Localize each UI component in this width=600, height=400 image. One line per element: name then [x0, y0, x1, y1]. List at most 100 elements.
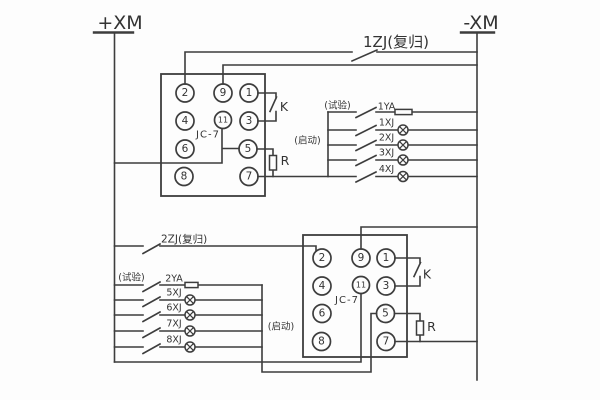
- row-label: 7XJ: [166, 319, 181, 330]
- row-wire: [113, 295, 263, 308]
- terminal-number: 3: [246, 115, 253, 127]
- row-label: 1XJ: [379, 118, 394, 129]
- relay2-terminal-3: 3: [376, 276, 396, 296]
- lamp-icon: [397, 170, 409, 183]
- relay1-terminal-6: 6: [175, 139, 195, 159]
- relay1-terminal9-wire: [222, 64, 478, 85]
- row-wire: [113, 342, 263, 355]
- relay2-terminal-5: 5: [375, 303, 396, 324]
- terminal-number: 9: [220, 87, 227, 99]
- row-wire: [354, 170, 478, 184]
- resistor-icon: [268, 154, 278, 171]
- signal-row-6XJ: 6XJ: [113, 303, 263, 323]
- resistor-leads: [393, 312, 421, 343]
- row-label: 4XJ: [379, 164, 394, 175]
- lamp-icon: [184, 294, 196, 306]
- positive-bus-label: +XM: [97, 12, 142, 34]
- relay2-terminal-7: 7: [376, 331, 396, 352]
- lamp-icon: [397, 154, 409, 166]
- relay1: JC-7 2 9 1 4 11 3 6: [113, 33, 478, 197]
- relay2-terminal-9: 9: [351, 248, 371, 268]
- relay2-terminal5-wire: [261, 284, 378, 373]
- relay2-model-label: JC-7: [334, 295, 359, 306]
- row-wire: [113, 310, 263, 323]
- relay1-model-label: JC-7: [195, 130, 220, 141]
- terminal-number: 7: [383, 336, 390, 348]
- terminal-number: 8: [181, 171, 188, 183]
- relay2-outline: [302, 234, 408, 358]
- terminal-number: 11: [218, 116, 228, 125]
- signal-row-2XJ: 2XJ: [327, 133, 478, 152]
- row-label: 2XJ: [379, 133, 394, 144]
- positive-bus: +XM: [92, 12, 143, 363]
- k-switch-wire: [257, 92, 278, 122]
- relay1-k-switch: K: [257, 92, 289, 122]
- relay2-k-switch: K: [394, 257, 432, 287]
- signal-row-4XJ: 4XJ: [354, 164, 478, 184]
- terminal-number: 5: [382, 308, 389, 320]
- row-label: 5XJ: [166, 288, 181, 299]
- terminal-number: 6: [319, 308, 326, 320]
- terminal-number: 5: [245, 143, 252, 155]
- terminal-number: 6: [182, 143, 189, 155]
- terminal-number: 7: [246, 171, 253, 183]
- relay2-terminal-4: 4: [312, 276, 332, 296]
- relay1-reset-label: 1ZJ(复归): [363, 33, 429, 51]
- relay1-terminal-4: 4: [175, 111, 195, 131]
- relay2-terminal-6: 6: [312, 303, 332, 324]
- relay2-test-label: (试验): [118, 272, 144, 284]
- row-label: 2YA: [165, 274, 183, 285]
- relay2-terminal9-wire: [360, 226, 478, 250]
- row-label: 1YA: [378, 102, 396, 113]
- negative-bus-label: -XM: [463, 12, 498, 34]
- terminal-number: 4: [319, 280, 326, 292]
- relay2-resistor-label: R: [427, 319, 436, 334]
- relay1-reset-switch: 1ZJ(复归): [184, 33, 478, 85]
- relay1-terminal-1: 1: [239, 83, 259, 103]
- relay1-resistor: R: [256, 148, 290, 178]
- signal-row-1YA: 1YA: [327, 102, 478, 119]
- reset-wire: [184, 48, 478, 85]
- terminal-number: 8: [318, 336, 325, 348]
- terminal-number: 1: [383, 252, 390, 264]
- k-switch-wire: [394, 257, 422, 287]
- relay1-terminal-8: 8: [174, 166, 194, 187]
- relay1-test-label: (试验): [324, 100, 350, 112]
- relay1-supply-wire: [113, 128, 240, 164]
- row-label: 3XJ: [379, 148, 394, 159]
- resistor-icon: [415, 320, 425, 336]
- relay1-terminal-7: 7: [239, 166, 259, 187]
- terminal-number: 9: [358, 252, 365, 264]
- solenoid-icon: [394, 108, 413, 116]
- relay1-start-label: (启动): [294, 135, 320, 147]
- lamp-icon: [397, 124, 409, 136]
- lamp-icon: [184, 341, 196, 353]
- row-label: 6XJ: [166, 303, 181, 314]
- relay1-terminal-9: 9: [213, 83, 233, 103]
- row-wire: [327, 154, 478, 167]
- relay2-k-label: K: [423, 267, 432, 282]
- row-label: 8XJ: [166, 335, 181, 346]
- lamp-icon: [184, 325, 196, 337]
- row-wire: [327, 106, 478, 119]
- lamp-icon: [397, 139, 409, 151]
- relay1-resistor-label: R: [281, 153, 290, 168]
- row-wire: [327, 124, 478, 137]
- relay2-terminal-2: 2: [312, 248, 332, 268]
- terminal-number: 3: [383, 280, 390, 292]
- relay2-terminal-11: 11: [351, 275, 371, 295]
- relay1-terminal-3: 3: [239, 111, 259, 131]
- relay2-terminal-8: 8: [311, 331, 332, 352]
- relay2-start-label: (启动): [268, 321, 294, 333]
- relay2-reset-label: 2ZJ(复归): [161, 233, 207, 246]
- relay2: JC-7 2 9 1 4 11 3 6: [113, 226, 478, 373]
- relay2-terminal-1: 1: [376, 248, 396, 268]
- solenoid-icon: [184, 281, 199, 289]
- relay2-reset-switch: 2ZJ(复归): [113, 233, 317, 255]
- terminal-number: 2: [319, 252, 326, 264]
- lamp-icon: [184, 309, 196, 321]
- terminal-number: 1: [246, 87, 253, 99]
- signal-row-5XJ: 5XJ: [113, 288, 263, 308]
